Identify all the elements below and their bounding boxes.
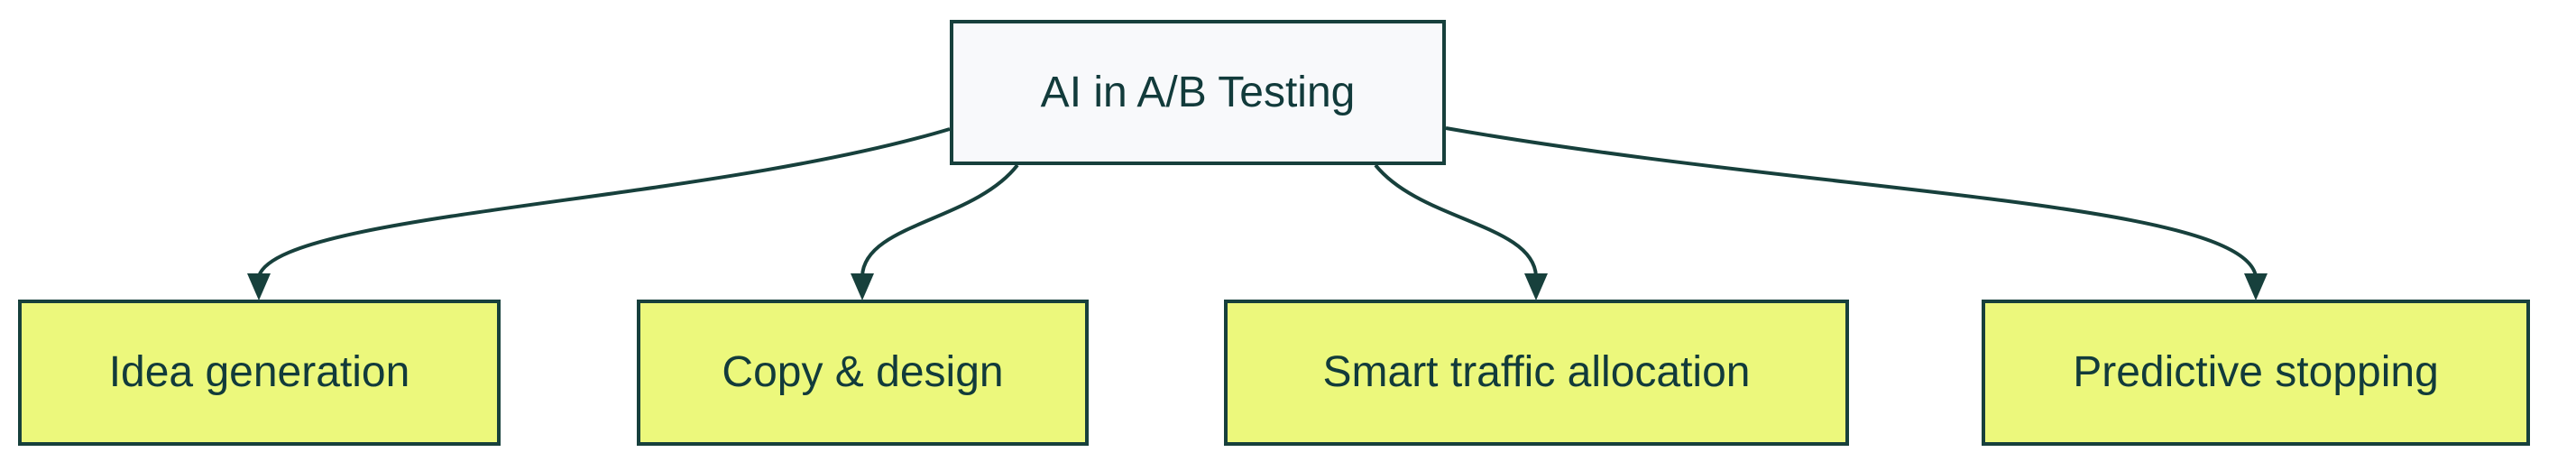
edge-root-to-predictive-stopping <box>1445 126 2258 277</box>
arrowhead-predictive-stopping-icon <box>2244 273 2268 300</box>
node-copy-design: Copy & design <box>637 300 1089 446</box>
node-label: AI in A/B Testing <box>1040 68 1356 116</box>
node-predictive-stopping: Predictive stopping <box>1982 300 2530 446</box>
node-label: Predictive stopping <box>2073 348 2439 397</box>
edge-root-to-copy-design <box>860 163 1019 277</box>
node-idea-generation: Idea generation <box>18 300 501 446</box>
node-label: Copy & design <box>722 348 1004 397</box>
arrowhead-smart-traffic-allocation-icon <box>1524 273 1548 300</box>
edge-root-to-idea-generation <box>257 127 951 277</box>
arrowhead-copy-design-icon <box>851 273 874 300</box>
edge-root-to-smart-traffic-allocation <box>1374 163 1538 277</box>
node-smart-traffic-allocation: Smart traffic allocation <box>1224 300 1849 446</box>
arrowhead-idea-generation-icon <box>247 273 271 300</box>
node-ai-in-ab-testing: AI in A/B Testing <box>950 20 1446 165</box>
node-label: Idea generation <box>108 348 410 397</box>
node-label: Smart traffic allocation <box>1322 348 1751 397</box>
